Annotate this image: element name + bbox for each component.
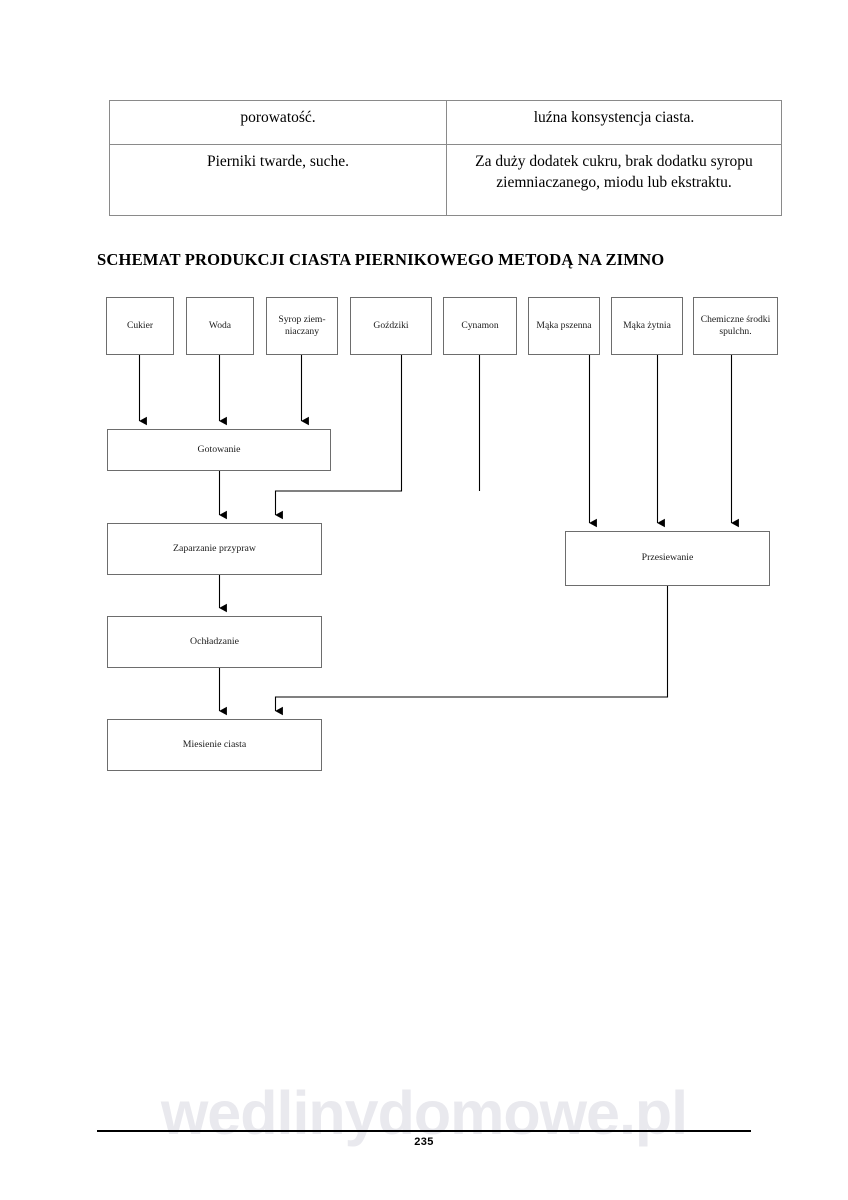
flow-node-label: Cynamon: [461, 319, 499, 331]
defect-cause-table: porowatość. luźna konsystencja ciasta. P…: [109, 100, 782, 216]
flow-node-label: Miesienie ciasta: [182, 738, 247, 750]
flow-node-zaparzanie: Zaparzanie przypraw: [107, 523, 322, 575]
flow-node-label: Mąka pszenna: [536, 319, 592, 331]
table-row: Pierniki twarde, suche. Za duży dodatek …: [109, 144, 782, 216]
flow-node-label: Gotowanie: [197, 443, 241, 455]
flow-node-woda: Woda: [186, 297, 254, 355]
footer-divider: [97, 1130, 751, 1132]
flow-node-maka_pszenna: Mąka pszenna: [528, 297, 600, 355]
flow-node-syrop: Syrop ziem-niaczany: [266, 297, 338, 355]
flow-node-chemiczne: Chemiczne środki spulchn.: [693, 297, 778, 355]
table-row: porowatość. luźna konsystencja ciasta.: [109, 100, 782, 145]
flow-node-label: Cukier: [126, 319, 154, 331]
flow-node-cynamon: Cynamon: [443, 297, 517, 355]
flow-node-label: Ochładzanie: [190, 635, 239, 647]
flow-node-label: Mąka żytnia: [623, 319, 671, 331]
flow-node-miesienie: Miesienie ciasta: [107, 719, 322, 771]
flow-node-label: Zaparzanie przypraw: [173, 542, 256, 554]
defect-cell: porowatość.: [109, 100, 447, 145]
cause-cell: Za duży dodatek cukru, brak dodatku syro…: [446, 144, 782, 216]
flow-node-label: Goździki: [373, 319, 409, 331]
schema-title: SCHEMAT PRODUKCJI CIASTA PIERNIKOWEGO ME…: [97, 250, 665, 269]
flow-node-label: Przesiewanie: [641, 552, 694, 564]
flow-node-gozdziki: Goździki: [350, 297, 432, 355]
cause-cell: luźna konsystencja ciasta.: [446, 100, 782, 145]
page-number: 235: [414, 1136, 434, 1148]
flow-node-przesiewanie: Przesiewanie: [565, 531, 770, 586]
flow-node-label: Woda: [208, 319, 232, 331]
flow-node-maka_zytnia: Mąka żytnia: [611, 297, 683, 355]
flow-node-gotowanie: Gotowanie: [107, 429, 331, 471]
flow-node-cukier: Cukier: [106, 297, 174, 355]
flow-node-label: Syrop ziem-niaczany: [278, 313, 326, 337]
flow-node-ochladzanie: Ochładzanie: [107, 616, 322, 668]
flow-node-label: Chemiczne środki spulchn.: [700, 313, 771, 337]
